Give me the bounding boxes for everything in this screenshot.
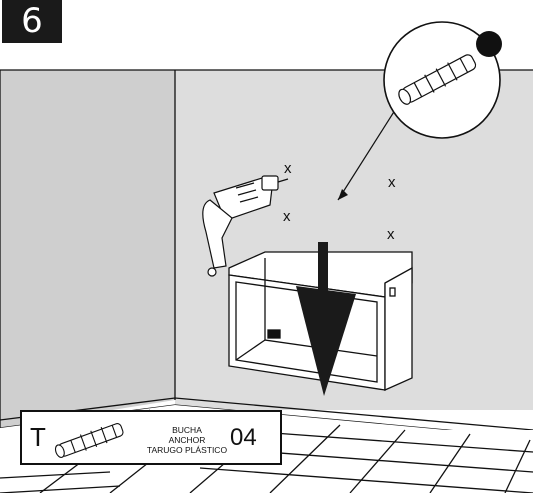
drill-mark: x (283, 208, 291, 225)
step-number: 6 (2, 0, 62, 43)
part-name-es: TARUGO PLÁSTICO (127, 445, 247, 455)
drill-mark: x (284, 160, 292, 177)
part-name-pt: BUCHA (127, 425, 247, 435)
part-label: T BUCHA ANCHOR TARUGO PLÁSTICO 04 (20, 410, 282, 465)
part-names: BUCHA ANCHOR TARUGO PLÁSTICO (127, 425, 247, 455)
side-wall (0, 70, 175, 428)
part-name-en: ANCHOR (127, 435, 247, 445)
drilled-hole-icon (476, 31, 502, 57)
drill-mark: x (387, 226, 395, 243)
part-letter: T (30, 422, 46, 453)
part-quantity: 04 (230, 424, 257, 452)
drill-mark: x (388, 174, 396, 191)
anchor-icon (50, 420, 134, 458)
